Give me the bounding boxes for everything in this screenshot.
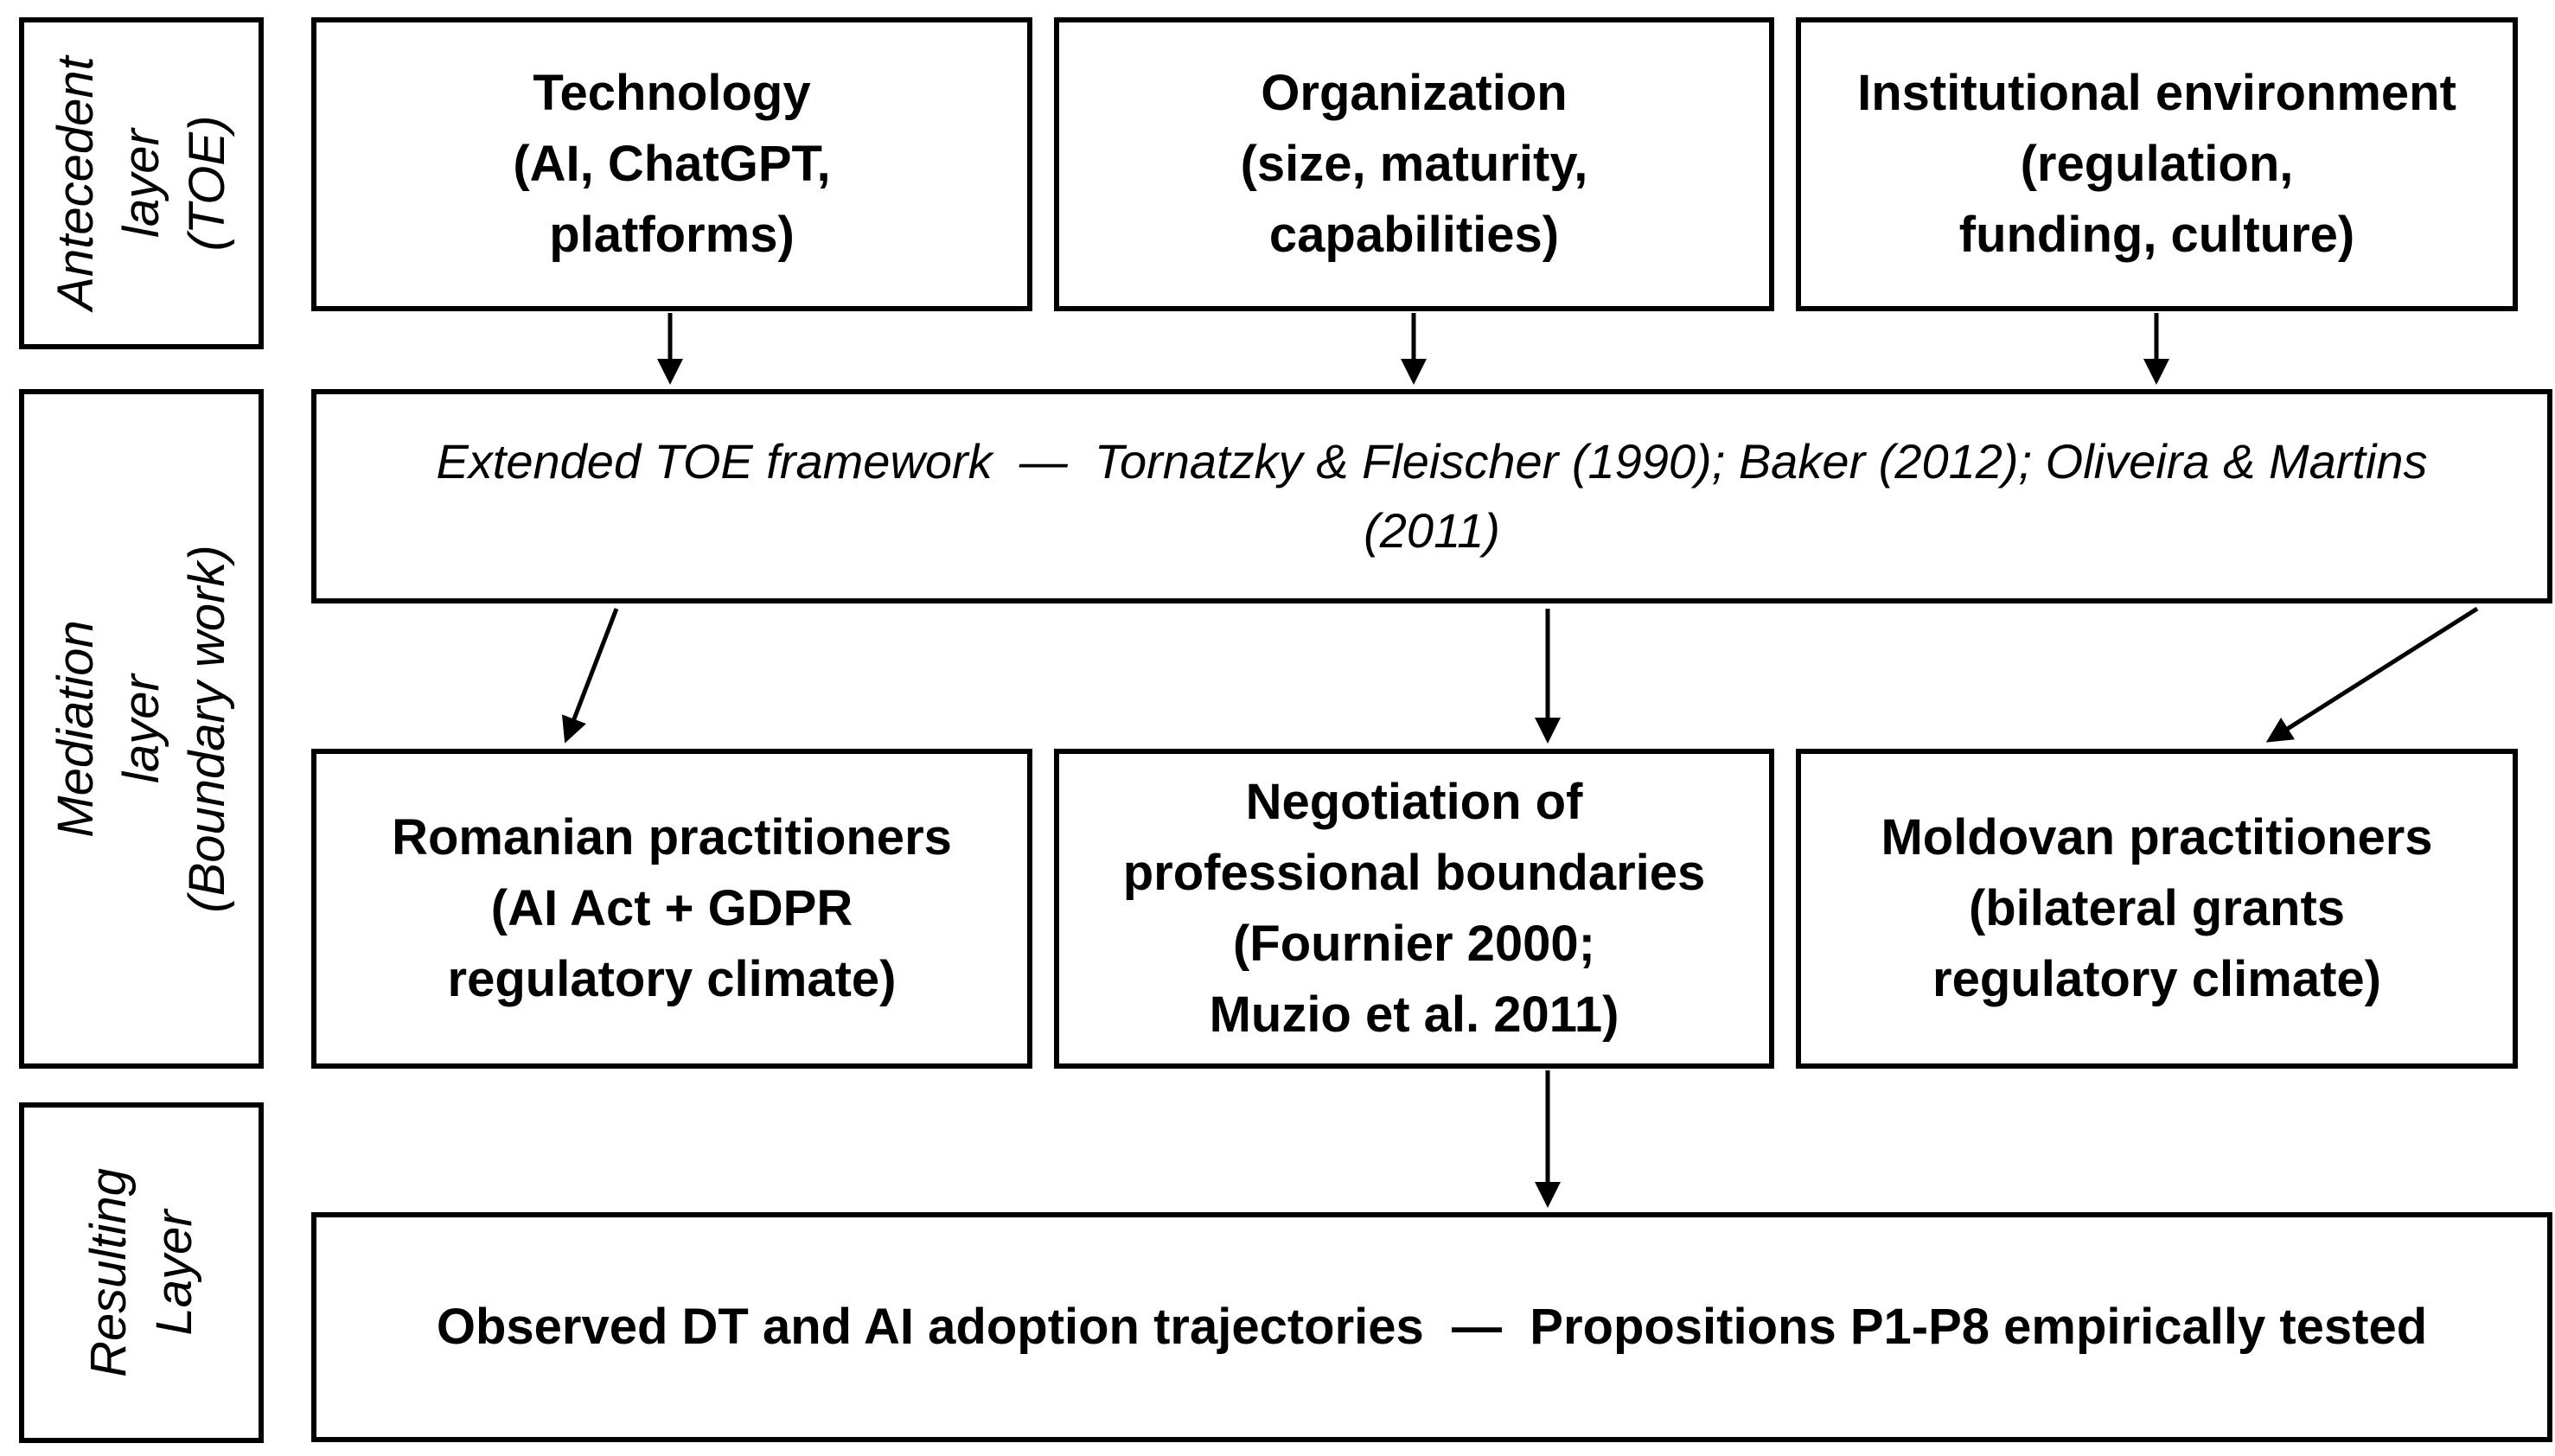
romanian-title: Romanian practitioners xyxy=(392,809,952,865)
antecedent-layer-label: Antecedent layer (TOE) xyxy=(19,17,264,349)
mediation-layer-label: Mediation layer (Boundary work) xyxy=(19,389,264,1069)
arrow-framework-to-romanian xyxy=(561,608,619,744)
arrow-framework-to-moldovan xyxy=(2265,606,2479,743)
romanian-practitioners-box: Romanian practitioners (AI Act + GDPR re… xyxy=(311,749,1032,1069)
technology-title: Technology xyxy=(533,65,811,121)
moldovan-detail-1: (bilateral grants xyxy=(1968,880,2346,936)
technology-detail-1: (AI, ChatGPT, xyxy=(513,136,831,192)
result-text: Observed DT and AI adoption trajectories… xyxy=(436,1299,2428,1355)
organization-title: Organization xyxy=(1261,65,1568,121)
antecedent-label-line-1: Antecedent xyxy=(47,56,104,310)
negotiation-line-3: (Fournier 2000; xyxy=(1232,916,1595,972)
mediation-label-line-2: layer xyxy=(112,674,169,783)
antecedent-label-line-2: layer xyxy=(112,129,169,238)
mediation-label-line-1: Mediation xyxy=(47,620,104,838)
institutional-environment-box: Institutional environment (regulation, f… xyxy=(1796,17,2518,311)
organization-detail-2: capabilities) xyxy=(1268,207,1560,263)
resulting-label-line-2: Layer xyxy=(145,1210,202,1336)
framework-text-line-1: Extended TOE framework — Tornatzky & Fle… xyxy=(436,434,2428,489)
result-box: Observed DT and AI adoption trajectories… xyxy=(311,1212,2552,1442)
technology-box: Technology (AI, ChatGPT, platforms) xyxy=(311,17,1032,311)
moldovan-detail-2: regulatory climate) xyxy=(1932,951,2381,1007)
moldovan-practitioners-box: Moldovan practitioners (bilateral grants… xyxy=(1796,749,2518,1069)
framework-text-line-2: (2011) xyxy=(1364,503,1500,558)
framework-box: Extended TOE framework — Tornatzky & Fle… xyxy=(311,389,2552,603)
institutional-detail-1: (regulation, xyxy=(2020,136,2294,192)
institutional-detail-2: funding, culture) xyxy=(1958,207,2355,263)
negotiation-line-4: Muzio et al. 2011) xyxy=(1209,987,1619,1043)
technology-detail-2: platforms) xyxy=(549,207,795,263)
negotiation-line-2: professional boundaries xyxy=(1122,845,1706,901)
moldovan-title: Moldovan practitioners xyxy=(1881,809,2433,865)
organization-detail-1: (size, maturity, xyxy=(1240,136,1588,192)
organization-box: Organization (size, maturity, capabiliti… xyxy=(1054,17,1774,311)
antecedent-label-line-3: (TOE) xyxy=(178,115,235,252)
mediation-label-line-3: (Boundary work) xyxy=(178,545,235,913)
resulting-label-line-1: Resulting xyxy=(80,1168,137,1377)
institutional-title: Institutional environment xyxy=(1857,65,2456,121)
resulting-layer-label: Resulting Layer xyxy=(19,1102,264,1443)
romanian-detail-2: regulatory climate) xyxy=(447,951,897,1007)
negotiation-box: Negotiation of professional boundaries (… xyxy=(1054,749,1774,1069)
romanian-detail-1: (AI Act + GDPR xyxy=(490,880,853,936)
negotiation-line-1: Negotiation of xyxy=(1245,774,1583,830)
